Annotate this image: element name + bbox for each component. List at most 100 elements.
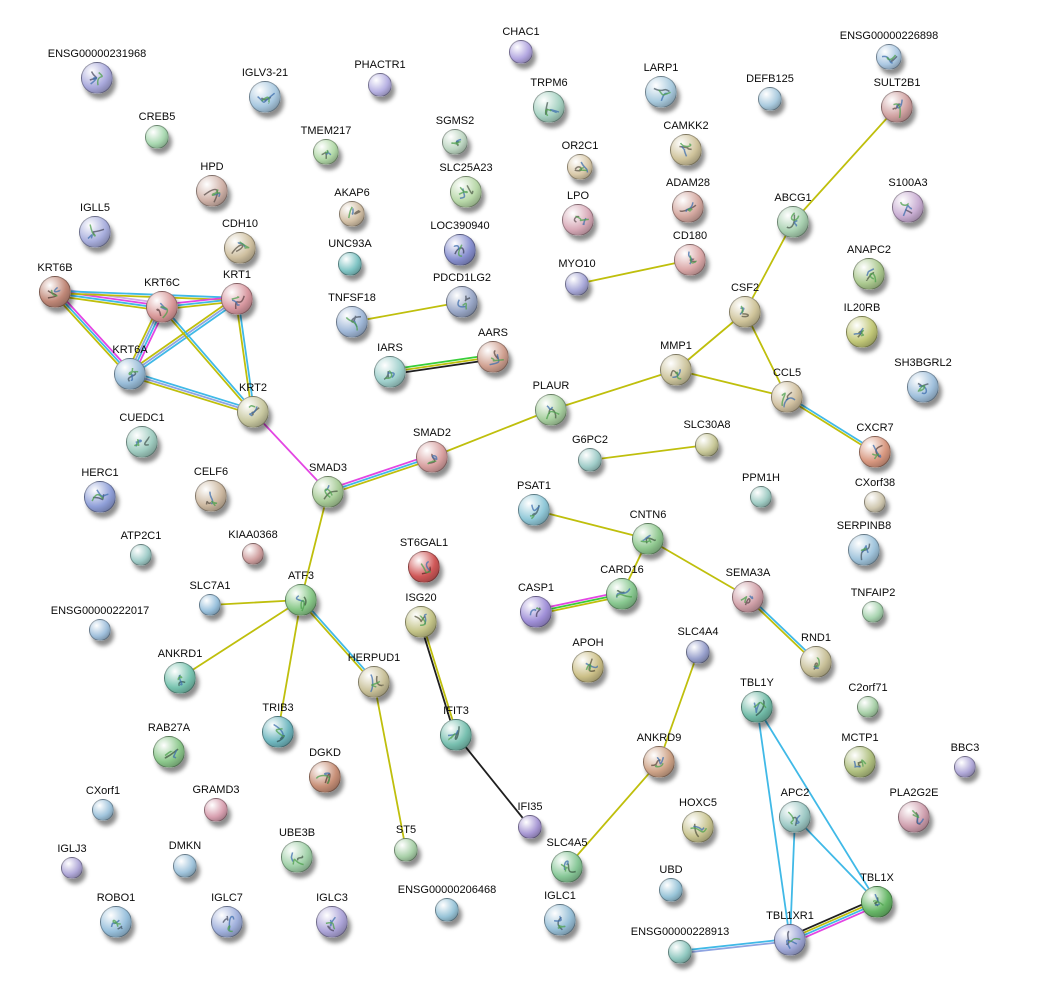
node-S100A3[interactable] <box>892 191 924 223</box>
node-G6PC2[interactable] <box>578 448 602 472</box>
edge-PSAT1-CNTN6[interactable] <box>533 509 649 540</box>
edge-KRT2-SMAD3[interactable] <box>252 411 329 493</box>
edge-G6PC2-SLC30A8[interactable] <box>589 444 708 461</box>
edge-MMP1-CCL5[interactable] <box>675 369 788 398</box>
node-UBD[interactable] <box>659 878 683 902</box>
node-SLC25A23[interactable] <box>450 176 482 208</box>
edge-ANKRD9-SLC4A5[interactable] <box>566 761 660 868</box>
node-APOH[interactable] <box>572 651 604 683</box>
node-ATP2C1[interactable] <box>130 544 152 566</box>
edge-TBL1Y-TBL1XR1[interactable] <box>756 706 791 941</box>
node-RAB27A[interactable] <box>153 736 185 768</box>
node-RND1[interactable] <box>800 646 832 678</box>
edge-CNTN6-SEMA3A[interactable] <box>647 538 749 598</box>
node-IGLC3[interactable] <box>316 906 348 938</box>
edge-IARS-AARS[interactable] <box>388 353 495 376</box>
node-ANKRD1[interactable] <box>164 662 196 694</box>
node-CSF2[interactable] <box>729 296 761 328</box>
node-CCL5[interactable] <box>771 381 803 413</box>
edge-ABCG1-SULT2B1[interactable] <box>792 106 898 223</box>
edge-TNFSF18-PDCD1LG2[interactable] <box>351 301 463 323</box>
node-CXorf1[interactable] <box>92 799 114 821</box>
node-CAMKK2[interactable] <box>670 134 702 166</box>
node-SGMS2[interactable] <box>442 129 468 155</box>
node-IGLC7[interactable] <box>211 906 243 938</box>
node-CDH10[interactable] <box>224 232 256 264</box>
node-CXorf38[interactable] <box>864 491 886 513</box>
node-KRT6C[interactable] <box>146 291 178 323</box>
node-AKAP6[interactable] <box>339 201 365 227</box>
node-ADAM28[interactable] <box>672 191 704 223</box>
node-ENSG00000206468[interactable] <box>435 898 459 922</box>
edge-SMAD3-SMAD2[interactable] <box>326 453 434 496</box>
edge-ATF3-HERPUD1[interactable] <box>299 598 376 684</box>
node-TRIB3[interactable] <box>262 716 294 748</box>
node-KRT6B[interactable] <box>39 276 71 308</box>
node-CARD16[interactable] <box>606 578 638 610</box>
node-ABCG1[interactable] <box>777 206 809 238</box>
node-ISG20[interactable] <box>405 606 437 638</box>
node-SLC4A4[interactable] <box>686 640 710 664</box>
node-IARS[interactable] <box>374 356 406 388</box>
node-SMAD3[interactable] <box>312 476 344 508</box>
node-IGLL5[interactable] <box>79 216 111 248</box>
node-ATF3[interactable] <box>285 584 317 616</box>
node-IFI35[interactable] <box>518 815 542 839</box>
node-SERPINB8[interactable] <box>848 534 880 566</box>
edge-SLC4A4-ANKRD9[interactable] <box>658 651 699 763</box>
edge-KRT6A-KRT2[interactable] <box>128 370 255 416</box>
edge-APC2-TBL1XR1[interactable] <box>789 816 796 941</box>
node-IGLV3-21[interactable] <box>249 81 281 113</box>
edge-KRT1-KRT2[interactable] <box>234 297 256 414</box>
node-IL20RB[interactable] <box>846 316 878 348</box>
node-PLAUR[interactable] <box>535 394 567 426</box>
node-CHAC1[interactable] <box>509 40 533 64</box>
node-ST5[interactable] <box>394 838 418 862</box>
edge-ATF3-ANKRD1[interactable] <box>179 599 302 679</box>
node-TBL1Y[interactable] <box>741 691 773 723</box>
edge-KRT6C-KRT2[interactable] <box>160 305 255 414</box>
node-CD180[interactable] <box>674 244 706 276</box>
node-KRT6A[interactable] <box>114 358 146 390</box>
node-AARS[interactable] <box>477 341 509 373</box>
node-SLC7A1[interactable] <box>199 594 221 616</box>
edge-HERPUD1-ST5[interactable] <box>373 681 407 851</box>
node-IGLC1[interactable] <box>544 904 576 936</box>
node-CNTN6[interactable] <box>632 523 664 555</box>
node-DEFB125[interactable] <box>758 87 782 111</box>
node-CUEDC1[interactable] <box>126 426 158 458</box>
node-HERPUD1[interactable] <box>358 666 390 698</box>
node-ENSG00000222017[interactable] <box>89 619 111 641</box>
node-IFIT3[interactable] <box>440 719 472 751</box>
node-TRPM6[interactable] <box>533 91 565 123</box>
edge-KRT6B-KRT6A[interactable] <box>52 289 133 377</box>
node-KIAA0368[interactable] <box>242 543 264 565</box>
node-GRAMD3[interactable] <box>204 798 228 822</box>
node-PPM1H[interactable] <box>750 486 772 508</box>
edge-SMAD2-PLAUR[interactable] <box>431 409 552 458</box>
edge-KRT1-KRT6A[interactable] <box>127 296 240 377</box>
node-ENSG00000231968[interactable] <box>81 62 113 94</box>
node-LARP1[interactable] <box>645 76 677 108</box>
node-CREB5[interactable] <box>145 125 169 149</box>
node-HPD[interactable] <box>196 175 228 207</box>
node-IGLJ3[interactable] <box>61 857 83 879</box>
node-TBL1X[interactable] <box>861 886 893 918</box>
node-LOC390940[interactable] <box>444 234 476 266</box>
node-DMKN[interactable] <box>173 854 197 878</box>
node-PHACTR1[interactable] <box>368 73 392 97</box>
node-ROBO1[interactable] <box>100 906 132 938</box>
node-UBE3B[interactable] <box>281 841 313 873</box>
node-HERC1[interactable] <box>84 481 116 513</box>
node-SULT2B1[interactable] <box>881 91 913 123</box>
edge-ENSG00000228913-TBL1XR1[interactable] <box>679 937 791 955</box>
node-KRT1[interactable] <box>221 283 253 315</box>
node-PLA2G2E[interactable] <box>898 801 930 833</box>
node-LPO[interactable] <box>562 204 594 236</box>
node-BBC3[interactable] <box>954 756 976 778</box>
node-ANKRD9[interactable] <box>643 746 675 778</box>
node-UNC93A[interactable] <box>338 252 362 276</box>
edge-ISG20-IFIT3[interactable] <box>418 620 459 737</box>
node-TMEM217[interactable] <box>313 139 339 165</box>
node-SMAD2[interactable] <box>416 441 448 473</box>
